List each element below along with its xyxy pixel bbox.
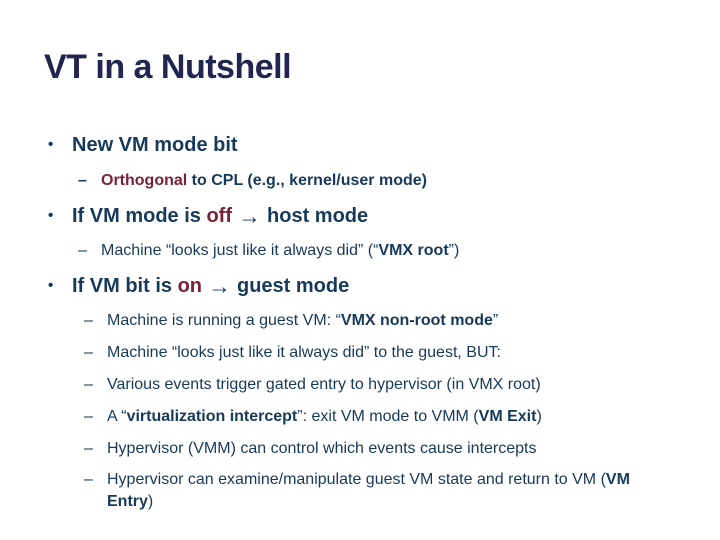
bold-text-segment: VMX non-root mode (340, 312, 493, 329)
dash-icon: – (84, 312, 93, 329)
text-segment: Machine “looks just like it always did” … (101, 242, 379, 259)
bold-text-segment: VMX root (378, 242, 449, 259)
accent-text-segment: Orthogonal (101, 172, 188, 189)
sub-bullet-item-vm-exit: – A “virtualization intercept”: exit VM … (84, 406, 542, 428)
text-segment: guest mode (237, 275, 350, 297)
sub-bullet-text: Machine “looks just like it always did” … (107, 342, 501, 364)
text-segment: If VM bit is (72, 275, 178, 297)
dash-icon: – (84, 440, 93, 457)
accent-text-segment: on (177, 275, 202, 297)
slide-title: VT in a Nutshell (44, 48, 292, 86)
text-segment: ” (492, 312, 499, 329)
bullet-item-vm-bit-on: • If VM bit is on → guest mode (48, 274, 349, 298)
text-segment: Machine is running a guest VM: “ (107, 312, 341, 329)
text-segment: Hypervisor can examine/manipulate guest … (107, 471, 606, 488)
right-arrow-icon: → (238, 203, 262, 229)
bullet-item-new-vm-mode-bit: • New VM mode bit (48, 133, 238, 157)
text-segment: A “ (107, 408, 127, 425)
text-segment: ”: exit VM mode to VMM ( (297, 408, 479, 425)
dash-icon: – (84, 471, 93, 488)
dash-icon: – (78, 242, 87, 259)
dash-icon: – (84, 408, 93, 425)
bullet-dot-icon: • (48, 136, 54, 153)
sub-bullet-text: Orthogonal to CPL (e.g., kernel/user mod… (101, 170, 427, 192)
text-segment: Machine “looks just like it always did” … (107, 344, 501, 361)
text-segment: host mode (267, 205, 369, 227)
text-segment: to CPL (e.g., kernel/user mode) (187, 172, 427, 189)
text-segment: ”) (448, 242, 460, 259)
dash-icon: – (84, 344, 93, 361)
right-arrow-icon: → (208, 273, 231, 299)
dash-icon: – (78, 172, 87, 189)
text-segment: ) (536, 408, 542, 425)
sub-bullet-text: Hypervisor (VMM) can control which event… (107, 438, 537, 460)
bullet-item-vm-mode-off: • If VM mode is off→host mode (48, 204, 368, 228)
sub-bullet-text: Various events trigger gated entry to hy… (107, 374, 541, 396)
sub-bullet-item-gated-entry: – Various events trigger gated entry to … (84, 374, 541, 396)
sub-bullet-item-orthogonal: – Orthogonal to CPL (e.g., kernel/user m… (78, 170, 427, 192)
accent-text-segment: off (206, 205, 233, 227)
text-segment: New VM mode bit (72, 134, 238, 156)
sub-bullet-text: Hypervisor can examine/manipulate guest … (107, 469, 631, 513)
bullet-text: If VM mode is off→host mode (72, 204, 368, 228)
dash-icon: – (84, 376, 93, 393)
bullet-text: New VM mode bit (72, 133, 238, 157)
bold-text-segment: VM Exit (478, 408, 537, 425)
sub-bullet-item-vm-entry: – Hypervisor can examine/manipulate gues… (84, 469, 631, 513)
sub-bullet-item-vmx-root: – Machine “looks just like it always did… (78, 240, 459, 262)
sub-bullet-item-intercepts: – Hypervisor (VMM) can control which eve… (84, 438, 537, 460)
text-segment: If VM mode is (72, 205, 207, 227)
sub-bullet-item-guest-but: – Machine “looks just like it always did… (84, 342, 501, 364)
bold-text-segment: VM Entry (107, 471, 635, 510)
sub-bullet-text: Machine “looks just like it always did” … (101, 240, 459, 262)
bullet-text: If VM bit is on → guest mode (72, 274, 349, 298)
sub-bullet-item-vmx-non-root: – Machine is running a guest VM: “VMX no… (84, 310, 498, 332)
bullet-dot-icon: • (48, 277, 54, 294)
sub-bullet-text: A “virtualization intercept”: exit VM mo… (107, 406, 542, 428)
bold-text-segment: virtualization intercept (126, 408, 298, 425)
bullet-dot-icon: • (48, 207, 54, 224)
text-segment: ) (147, 493, 154, 510)
sub-bullet-text: Machine is running a guest VM: “VMX non-… (107, 310, 498, 332)
text-segment: Hypervisor (VMM) can control which event… (107, 440, 537, 457)
text-segment: Various events trigger gated entry to hy… (107, 376, 541, 393)
